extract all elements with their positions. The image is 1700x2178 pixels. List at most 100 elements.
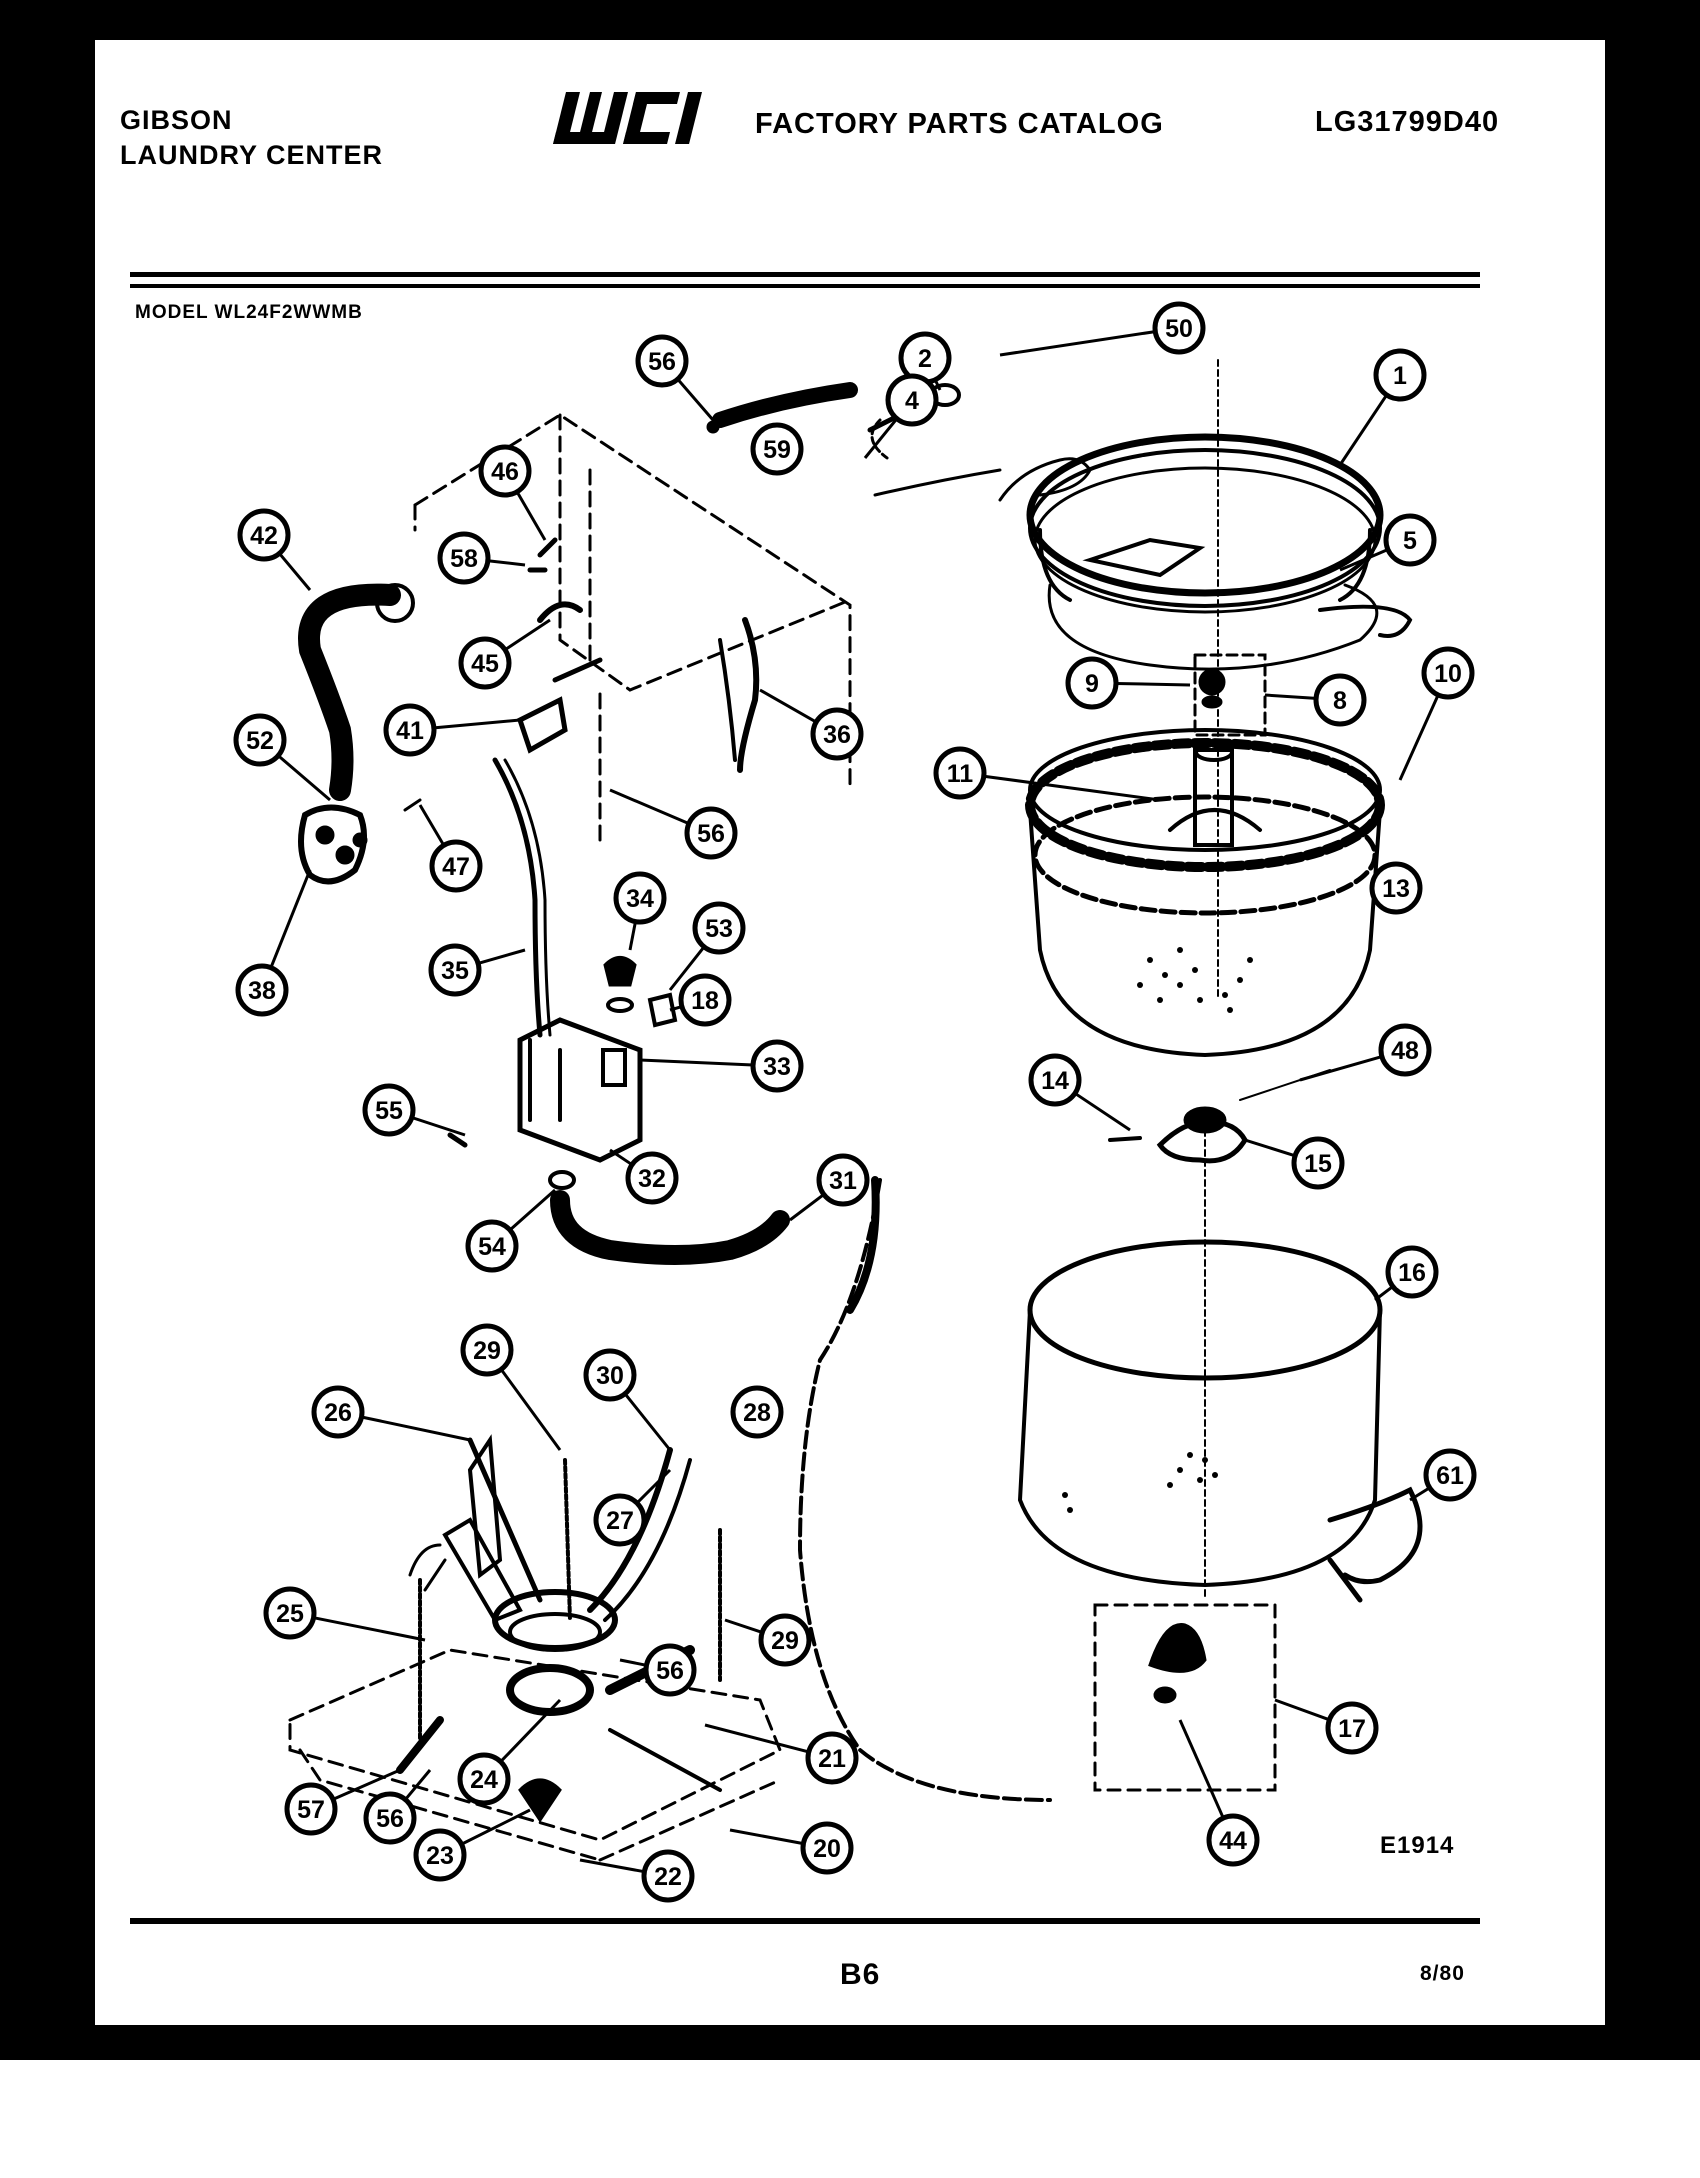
callout-circle — [758, 1613, 812, 1667]
callout-8: 8 — [1264, 673, 1367, 727]
leader-line — [1338, 394, 1388, 466]
callout-circle — [460, 1323, 514, 1377]
callout-circle — [1369, 861, 1423, 915]
callout-number: 34 — [626, 885, 654, 913]
leader-line — [789, 1193, 825, 1222]
callout-circle — [458, 636, 512, 690]
header-rule — [130, 284, 1480, 288]
callout-circle — [805, 1731, 859, 1785]
leader-line — [619, 1658, 647, 1667]
callout-54: 54 — [465, 1188, 556, 1273]
catalog-sheet — [95, 40, 1605, 2025]
leader-line — [999, 330, 1156, 357]
leader-line — [579, 1858, 645, 1874]
callout-number: 1 — [1393, 362, 1407, 390]
callout-number: 10 — [1434, 660, 1462, 688]
tub-ring — [1026, 433, 1384, 614]
callout-circle — [641, 1849, 695, 1903]
callout-number: 26 — [324, 1399, 352, 1427]
leader-line — [418, 804, 446, 847]
spin-basket — [1025, 728, 1385, 1058]
leader-line — [759, 688, 817, 724]
callout-circle — [437, 531, 491, 585]
callout-circle — [1383, 513, 1437, 567]
callout-22: 22 — [579, 1849, 695, 1903]
gasket — [1047, 583, 1379, 671]
leader-line — [499, 1698, 562, 1763]
callout-circle — [1028, 1053, 1082, 1107]
callout-20: 20 — [729, 1821, 854, 1875]
callout-number: 61 — [1436, 1462, 1464, 1490]
callout-number: 30 — [596, 1362, 624, 1390]
callout-circle — [263, 1586, 317, 1640]
leader-line — [269, 869, 312, 969]
figure-code: E1914 — [1380, 1832, 1455, 1859]
callout-number: 58 — [450, 545, 478, 573]
callout-circle — [284, 1782, 338, 1836]
leader-line — [1178, 1719, 1225, 1819]
callout-circle — [1206, 1813, 1260, 1867]
callout-number: 28 — [743, 1399, 771, 1427]
callout-number: 44 — [1219, 1827, 1247, 1855]
catalog-number: LG31799D40 — [1315, 106, 1500, 138]
callout-number: 50 — [1165, 315, 1193, 343]
model-label: MODEL WL24F2WWMB — [135, 302, 363, 323]
callout-55: 55 — [362, 1083, 466, 1137]
callout-33: 33 — [639, 1039, 804, 1093]
callout-number: 53 — [705, 915, 733, 943]
callout-circle — [237, 508, 291, 562]
callout-number: 20 — [813, 1835, 841, 1863]
callout-31: 31 — [789, 1153, 870, 1222]
leader-line — [515, 491, 547, 541]
callout-circle — [1385, 1245, 1439, 1299]
leader-line — [1074, 1092, 1131, 1132]
leader-line — [609, 788, 690, 825]
leader-line — [623, 1392, 672, 1451]
callout-18: 18 — [669, 973, 732, 1027]
callout-57: 57 — [284, 1768, 401, 1836]
callout-58: 58 — [437, 531, 526, 585]
callout-number: 35 — [441, 957, 469, 985]
callout-circle — [613, 871, 667, 925]
callout-circle — [1325, 1701, 1379, 1755]
callout-41: 41 — [383, 703, 521, 757]
callout-30: 30 — [583, 1348, 672, 1451]
callout-number: 18 — [691, 987, 719, 1015]
callout-circle — [810, 707, 864, 761]
callout-56: 56 — [619, 1643, 697, 1697]
suspension — [288, 1434, 782, 1862]
callout-circle — [1065, 656, 1119, 710]
callout-26: 26 — [311, 1385, 471, 1442]
leader-line — [460, 1808, 531, 1846]
callout-number: 22 — [654, 1863, 682, 1891]
leader-line — [404, 1769, 432, 1801]
callout-circle — [643, 1643, 697, 1697]
leader-line — [1398, 694, 1440, 781]
callout-number: 27 — [606, 1507, 634, 1535]
leader-line — [724, 1618, 763, 1634]
callout-number: 2 — [918, 345, 932, 373]
callout-number: 32 — [638, 1165, 666, 1193]
callout-52: 52 — [233, 713, 331, 802]
callout-circle — [478, 444, 532, 498]
callout-28: 28 — [730, 1385, 784, 1439]
callout-29: 29 — [724, 1613, 812, 1667]
callout-number: 48 — [1391, 1037, 1419, 1065]
callout-circle — [625, 1151, 679, 1205]
callout-circle — [750, 422, 804, 476]
callout-number: 57 — [297, 1796, 325, 1824]
callout-45: 45 — [458, 618, 551, 690]
leader-line — [668, 945, 706, 991]
callout-circle — [593, 1493, 647, 1547]
brand-name: GIBSON — [120, 105, 233, 135]
callout-number: 13 — [1382, 875, 1410, 903]
page-number: B6 — [840, 1958, 881, 1991]
callout-number: 17 — [1338, 1715, 1366, 1743]
callout-number: 21 — [818, 1745, 846, 1773]
leader-line — [278, 552, 312, 591]
callout-circle — [362, 1083, 416, 1137]
callout-34: 34 — [613, 871, 667, 951]
leader-line — [1244, 1138, 1296, 1158]
callout-circle — [233, 713, 287, 767]
